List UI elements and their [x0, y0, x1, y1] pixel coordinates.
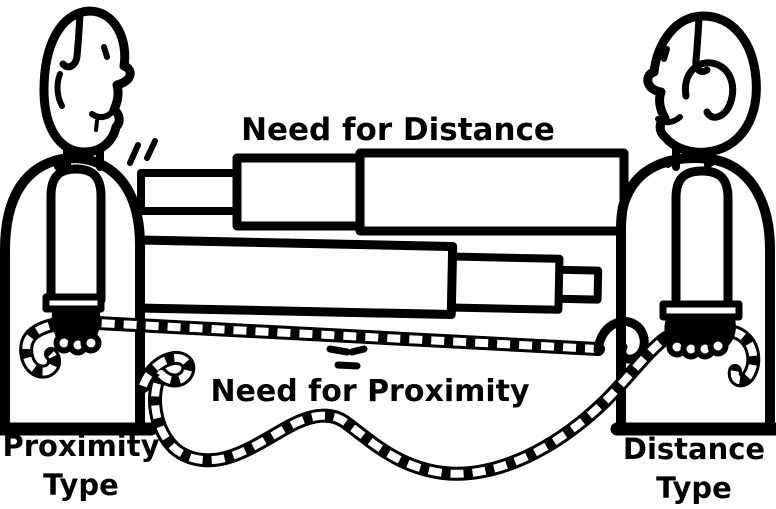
right-hand: [659, 300, 743, 360]
right-eye: [661, 46, 670, 62]
need-for-proximity-label: Need for Proximity: [210, 374, 530, 409]
right-finger-4: [707, 335, 729, 357]
left-hand: [42, 293, 105, 356]
right-collar: [665, 155, 715, 168]
right-body: [616, 153, 775, 434]
distance-person-figure: [610, 11, 776, 436]
left-hair-line: [59, 10, 84, 71]
right-hair-line: [692, 14, 711, 75]
right-cuff: [659, 300, 743, 321]
left-arm: [46, 164, 106, 305]
right-ear: [681, 59, 737, 121]
proximity-person-figure: [0, 6, 158, 436]
rod-lower-large-segment: [134, 235, 458, 320]
rope-hook: [593, 317, 649, 364]
left-finger-3: [80, 332, 102, 354]
telescoping-rod-lower: [134, 235, 603, 320]
right-arm: [671, 166, 733, 310]
left-cheek-line: [54, 71, 65, 109]
left-mouth: [89, 108, 116, 121]
motion-marks: [326, 345, 368, 370]
telescoping-rod-upper: [137, 148, 629, 236]
proximity-type-line2: Type: [43, 467, 119, 502]
distance-type-line2: Type: [656, 470, 732, 505]
left-chin-mark: [94, 119, 99, 132]
left-eye: [101, 44, 110, 60]
distance-type-caption: Distance Type: [612, 430, 776, 507]
left-collar: [54, 156, 106, 170]
rod-upper-large-segment: [355, 148, 629, 236]
distance-type-line1: Distance: [622, 432, 766, 466]
rod-lower-middle-segment: [444, 252, 564, 314]
stress-marks: [127, 138, 158, 166]
rod-upper-middle-segment: [232, 153, 368, 231]
rod-upper-small-segment: [137, 169, 244, 215]
proximity-type-line1: Proximity: [2, 429, 160, 463]
proximity-type-caption: Proximity Type: [0, 427, 162, 504]
need-for-distance-label: Need for Distance: [241, 112, 555, 148]
right-mouth: [655, 114, 683, 126]
right-chin-mark: [660, 123, 665, 135]
